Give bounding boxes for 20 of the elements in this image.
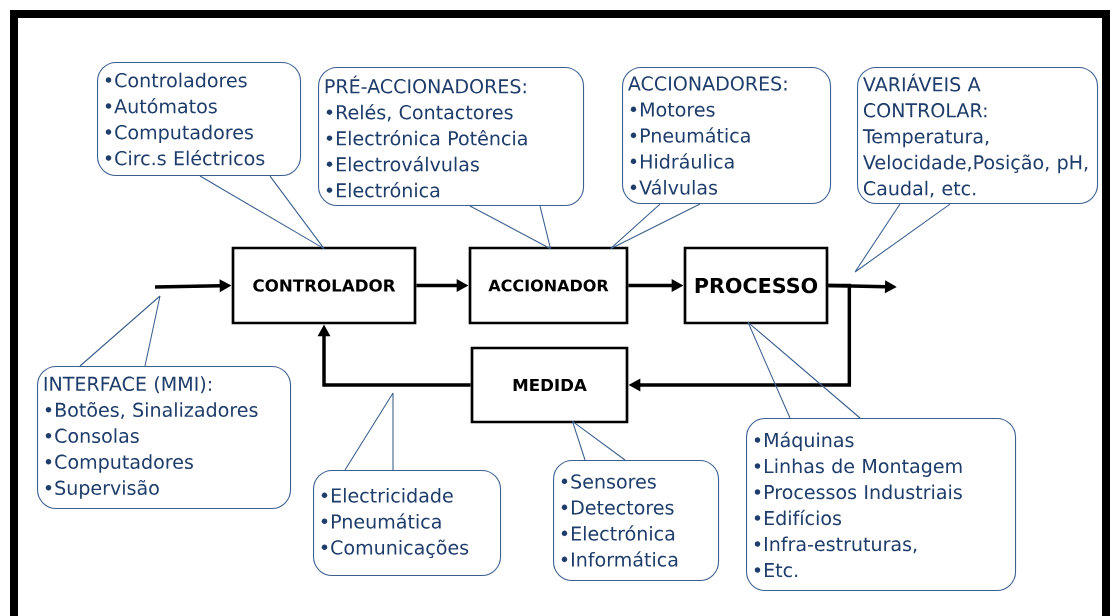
callout-bubble: •Sensores •Detectores •Electrónica •Informática [553, 460, 720, 582]
callout-bubble: ACCIONADORES: •Motores •Pneumática •Hidráulica •Válvulas [622, 67, 832, 205]
block-box: MEDIDA [470, 346, 629, 424]
callout-bubble: •Máquinas •Linhas de Montagem •Processos Industriais •Edifícios •Infra-estruturas, •Etc. [746, 418, 1017, 592]
leader-line [469, 205, 552, 250]
leader-line [854, 203, 951, 273]
callout-bubble: VARIÁVEIS A CONTROLAR: Temperatura, Velocidade,Posição, pH, Caudal, etc. [857, 67, 1099, 205]
leader-line [609, 203, 701, 250]
leader-line [571, 420, 626, 461]
callout-bubble: INTERFACE (MMI): •Botões, Sinalizadores •Consolas •Computadores •Supervisão [37, 366, 292, 510]
leader-line [747, 321, 861, 419]
leader-line [344, 392, 394, 471]
callout-bubble: PRÉ-ACCIONADORES: •Relés, Contactores •Electrónica Potência •Electroválvulas •Electrónica [318, 67, 585, 207]
block-box: CONTROLADOR [231, 246, 417, 325]
callout-bubble: •Controladores •Autómatos •Computadores •Circ.s Eléctricos [97, 62, 302, 177]
block-box: ACCIONADOR [468, 246, 629, 325]
leader-line [79, 295, 161, 367]
callout-bubble: •Electricidade •Pneumática •Comunicações [313, 470, 502, 577]
block-box: PROCESSO [683, 246, 829, 325]
leader-line [199, 175, 325, 250]
